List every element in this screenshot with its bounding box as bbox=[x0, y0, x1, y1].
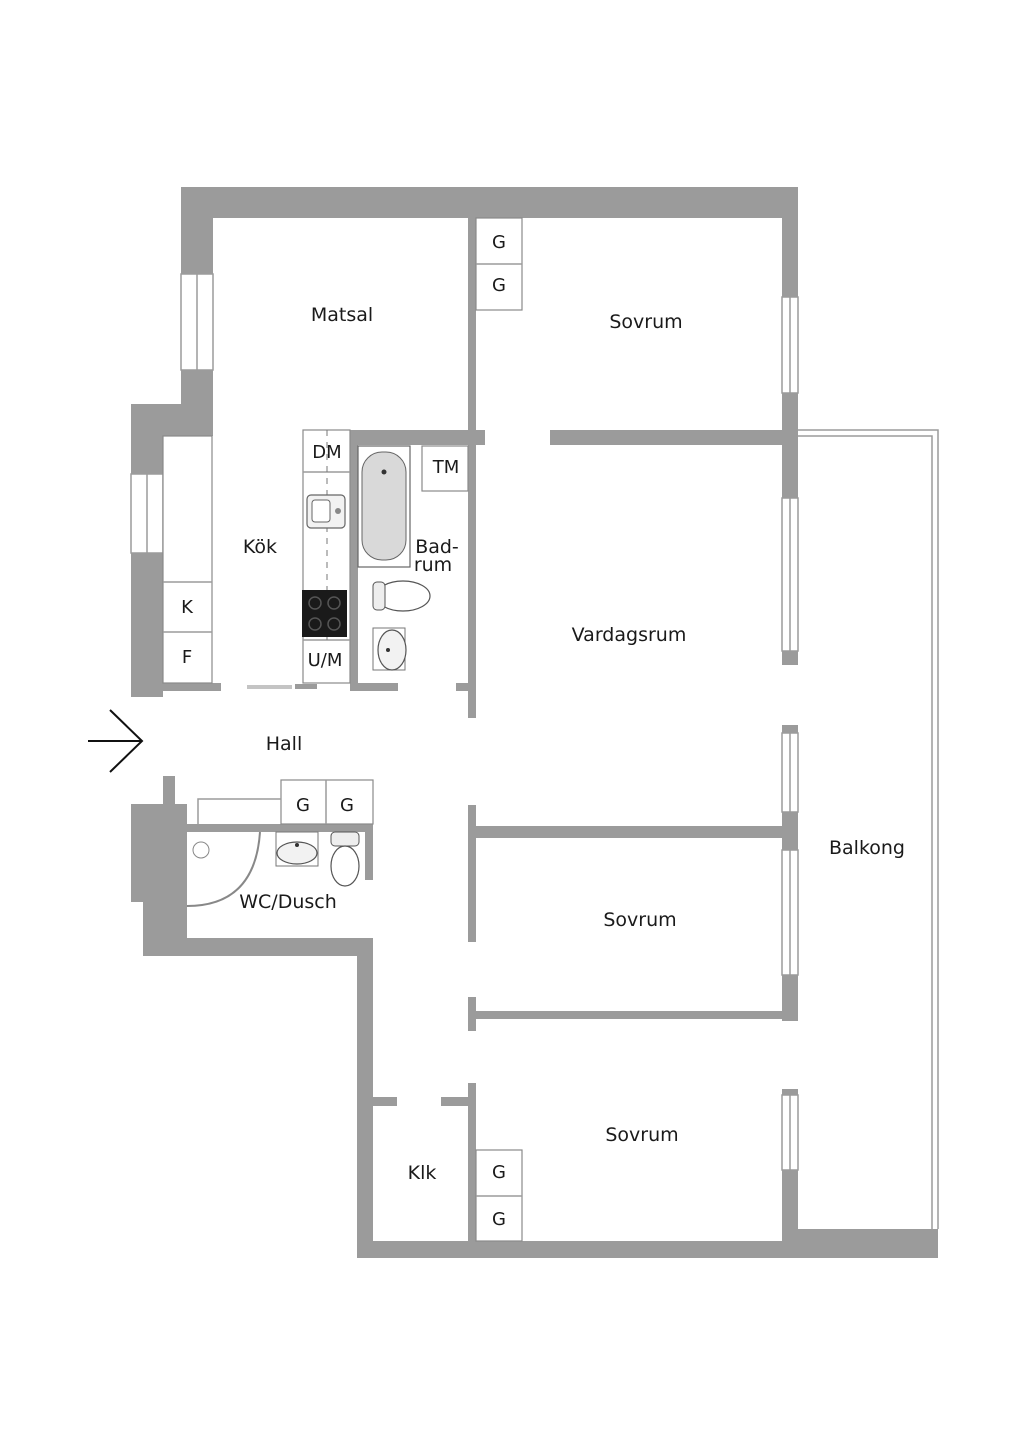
walls bbox=[131, 187, 938, 1258]
kitchen-counter bbox=[302, 429, 351, 684]
entrance-arrow-icon bbox=[88, 709, 144, 773]
kitchen-cabinets-left bbox=[162, 435, 213, 684]
room-label-sovrum-2: Sovrum bbox=[603, 909, 676, 931]
balcony-railing bbox=[798, 429, 939, 1229]
shower-icon bbox=[186, 831, 261, 907]
room-label-wc-dusch: WC/Dusch bbox=[239, 891, 337, 913]
label-f: F bbox=[182, 647, 192, 668]
room-label-badrum-1: Bad- bbox=[415, 536, 459, 558]
sink-icon bbox=[306, 494, 346, 529]
windows bbox=[130, 273, 799, 1171]
room-label-sovrum-3: Sovrum bbox=[605, 1124, 678, 1146]
label-g-6: G bbox=[492, 1209, 506, 1230]
label-g-4: G bbox=[340, 795, 354, 816]
wc-toilet-icon bbox=[330, 831, 360, 887]
stove-icon bbox=[302, 590, 347, 637]
wc-washbasin-icon bbox=[275, 831, 319, 867]
room-label-balkong: Balkong bbox=[829, 837, 905, 859]
fixture-labels: DM TM U/M K F G G G G G G bbox=[181, 232, 506, 1230]
room-label-badrum-2: rum bbox=[414, 554, 452, 576]
bathtub-icon bbox=[357, 445, 411, 568]
wardrobes bbox=[197, 217, 523, 1242]
room-label-klk: Klk bbox=[408, 1162, 437, 1184]
sliding-door bbox=[247, 684, 317, 689]
label-g-3: G bbox=[296, 795, 310, 816]
room-label-kok: Kök bbox=[243, 536, 277, 558]
label-k: K bbox=[181, 597, 194, 618]
room-label-vardagsrum: Vardagsrum bbox=[572, 624, 687, 646]
room-label-matsal: Matsal bbox=[311, 304, 373, 326]
label-g-1: G bbox=[492, 232, 506, 253]
label-g-2: G bbox=[492, 275, 506, 296]
label-tm: TM bbox=[432, 457, 460, 478]
room-label-hall: Hall bbox=[266, 733, 303, 755]
room-label-sovrum-1: Sovrum bbox=[609, 311, 682, 333]
label-um: U/M bbox=[308, 650, 343, 671]
room-labels: Matsal Sovrum Kök Bad- rum Vardagsrum Ha… bbox=[239, 304, 905, 1184]
label-dm: DM bbox=[312, 442, 341, 463]
tumble-dryer-box bbox=[421, 445, 469, 492]
toilet-icon bbox=[372, 580, 431, 612]
washbasin-icon bbox=[372, 627, 407, 671]
label-g-5: G bbox=[492, 1162, 506, 1183]
